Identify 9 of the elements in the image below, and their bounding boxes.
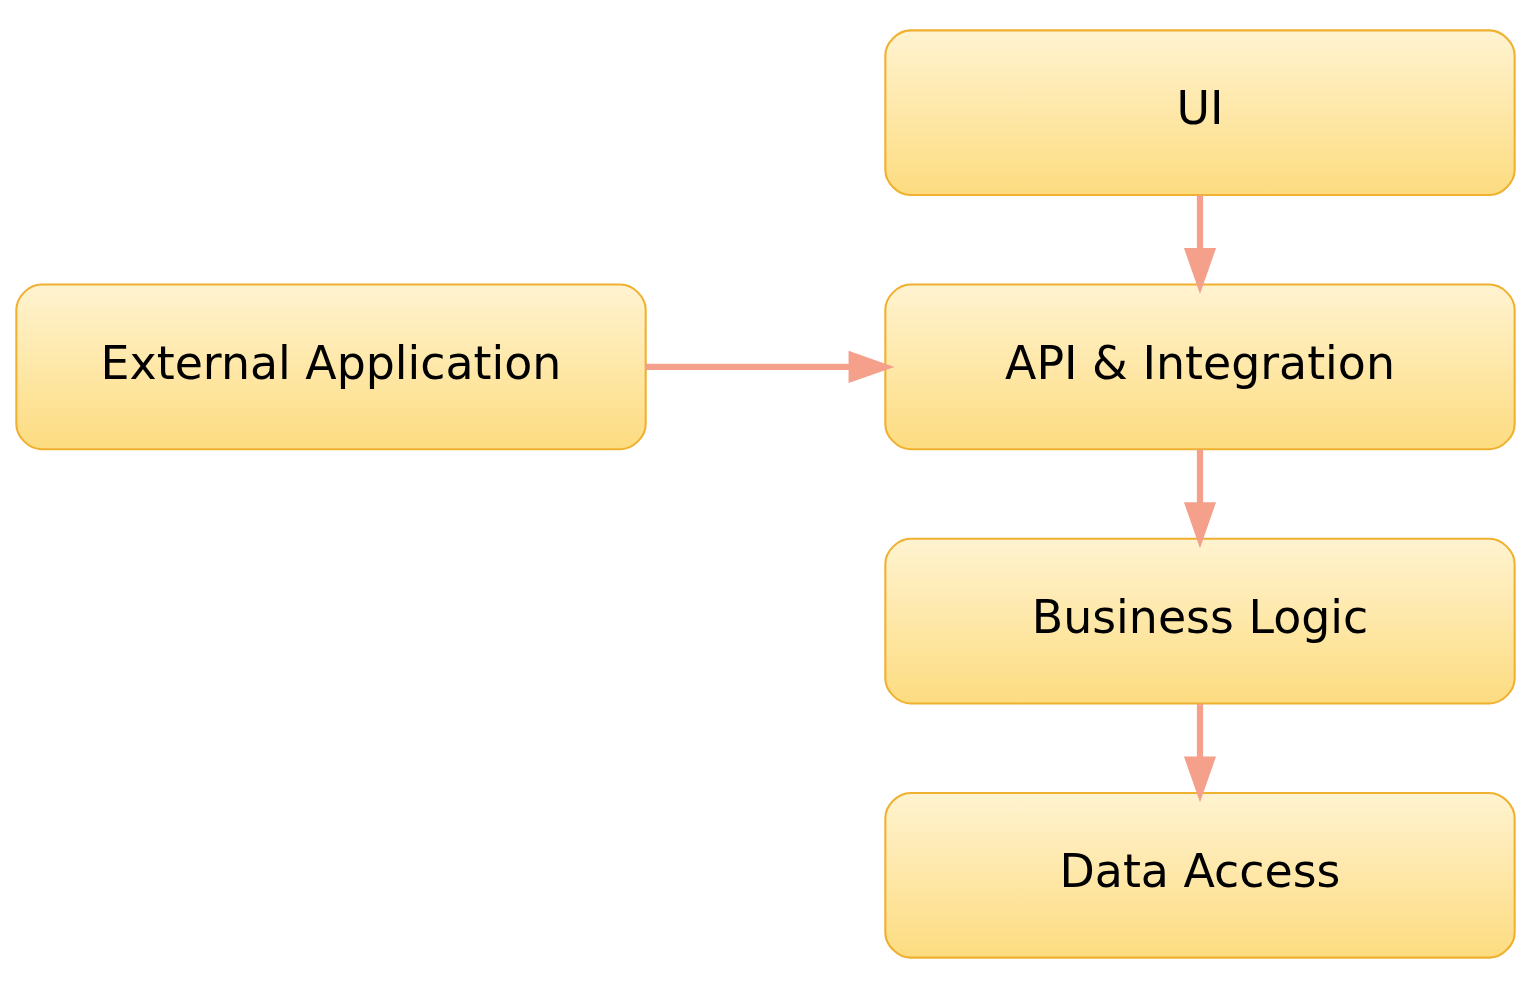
arrow bbox=[1183, 703, 1217, 802]
node-box: Data Access bbox=[884, 791, 1516, 959]
node-box: Business Logic bbox=[884, 537, 1516, 704]
node-box: API & Integration bbox=[884, 283, 1516, 450]
node-box: External Application bbox=[15, 283, 647, 450]
arrow bbox=[645, 350, 895, 383]
node-box: UI bbox=[884, 28, 1516, 196]
arrow bbox=[1183, 194, 1217, 294]
arrow bbox=[1183, 448, 1217, 548]
